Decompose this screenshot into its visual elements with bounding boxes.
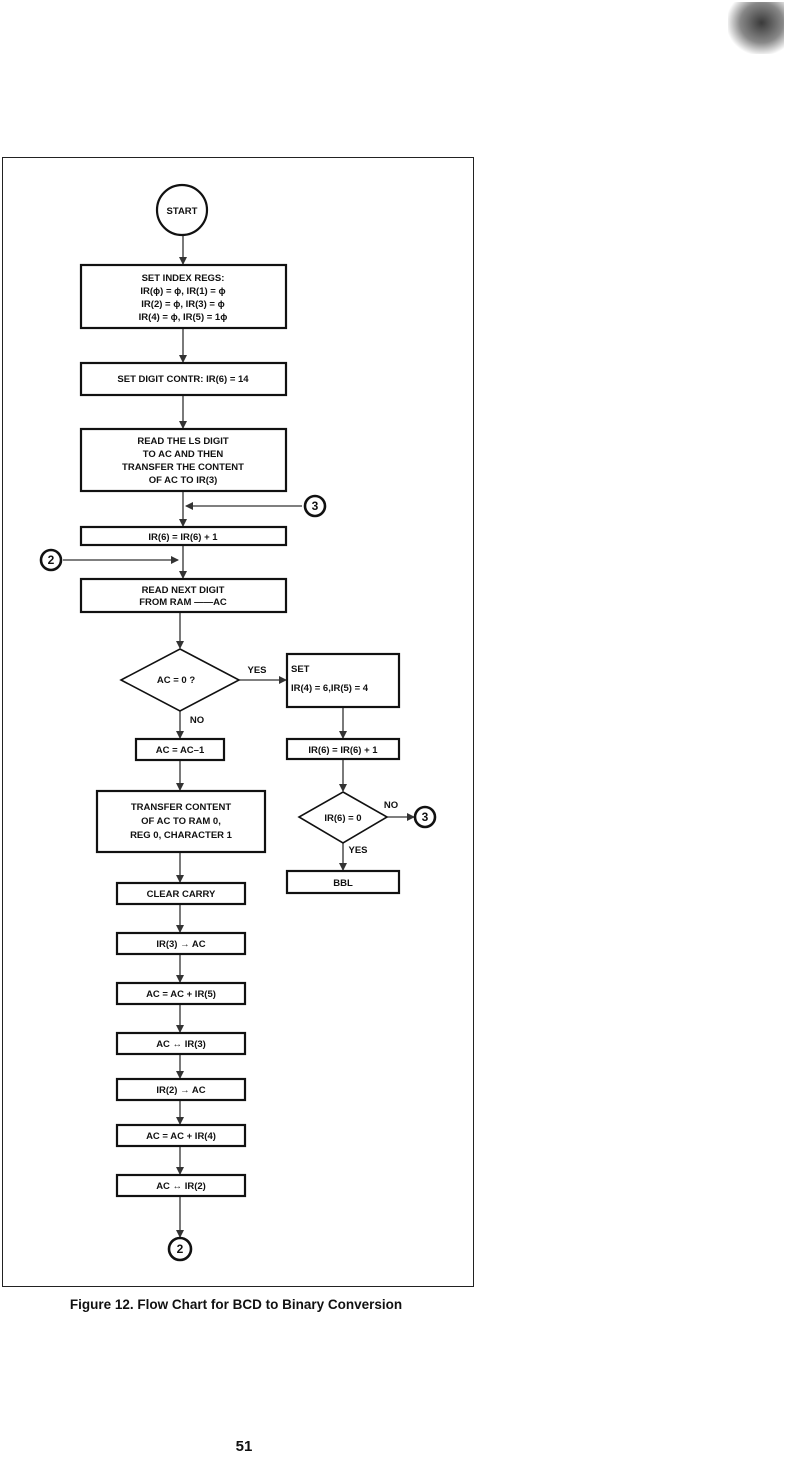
connector-3-top bbox=[303, 494, 327, 518]
swap-ir2-box bbox=[115, 1173, 247, 1198]
set-ir4-ir5-box bbox=[285, 652, 401, 709]
connector-2-left-label: 2 bbox=[48, 553, 55, 567]
read-ls-line-2: TO AC AND THEN bbox=[143, 449, 224, 460]
decision-ir6-zero bbox=[297, 791, 389, 844]
figure-caption: Figure 12. Flow Chart for BCD to Binary … bbox=[69, 1297, 403, 1312]
swap-ir3-label: AC ↔ IR(3) bbox=[156, 1039, 206, 1050]
decision-ac-zero-label: AC = 0 ? bbox=[157, 675, 195, 686]
connector-2-bottom bbox=[167, 1236, 193, 1262]
increment-ir6-box bbox=[79, 525, 288, 547]
ir3-to-ac-label: IR(3) → AC bbox=[156, 939, 205, 950]
ir3-to-ac-box bbox=[115, 931, 247, 956]
decision-ac-zero bbox=[119, 648, 241, 712]
connector-2-left bbox=[39, 548, 63, 572]
read-next-digit-box bbox=[79, 577, 288, 614]
connector-3-top-label: 3 bbox=[312, 499, 319, 513]
figure-frame bbox=[2, 157, 474, 1287]
connector-2-bottom-label: 2 bbox=[177, 1242, 184, 1256]
bbl-label: BBL bbox=[333, 878, 353, 889]
clear-carry-box bbox=[115, 881, 247, 906]
add-ir4-box bbox=[115, 1123, 247, 1148]
no-label-2: NO bbox=[384, 800, 398, 811]
ir2-to-ac-box bbox=[115, 1077, 247, 1102]
init-line-3: IR(2) = ϕ, IR(3) = ϕ bbox=[141, 299, 224, 310]
bbl-box bbox=[285, 869, 401, 895]
transfer-line-2: OF AC TO RAM 0, bbox=[141, 816, 221, 827]
ac-decrement-box bbox=[134, 737, 226, 762]
set-line-2: IR(4) = 6,IR(5) = 4 bbox=[291, 683, 369, 694]
increment-ir6-right-box bbox=[285, 737, 401, 761]
ir2-to-ac-label: IR(2) → AC bbox=[156, 1085, 205, 1096]
start-label: START bbox=[167, 206, 198, 217]
swap-ir3-box bbox=[115, 1031, 247, 1056]
read-ls-digit-box bbox=[79, 427, 288, 493]
swap-ir2-label: AC ↔ IR(2) bbox=[156, 1181, 206, 1192]
read-ls-line-3: TRANSFER THE CONTENT bbox=[122, 462, 244, 473]
connector-3-right bbox=[413, 805, 437, 829]
init-line-4: IR(4) = ϕ, IR(5) = 1ϕ bbox=[139, 312, 228, 323]
no-label: NO bbox=[190, 715, 204, 726]
yes-label-2: YES bbox=[348, 845, 367, 856]
clear-carry-label: CLEAR CARRY bbox=[147, 889, 216, 900]
init-line-1: SET INDEX REGS: bbox=[142, 273, 225, 284]
digit-counter-box bbox=[79, 361, 288, 397]
init-index-regs-box bbox=[79, 263, 288, 330]
ac-decrement-label: AC = AC–1 bbox=[156, 745, 205, 756]
yes-label: YES bbox=[247, 665, 266, 676]
digit-counter-label: SET DIGIT CONTR: IR(6) = 14 bbox=[117, 374, 249, 385]
start-terminal bbox=[155, 183, 209, 237]
flowchart: START SET INDEX REGS: IR(ϕ) = ϕ, IR(1) =… bbox=[39, 183, 437, 1262]
read-next-line-2: FROM RAM ——AC bbox=[139, 597, 227, 608]
connector-3-right-label: 3 bbox=[422, 810, 429, 824]
read-ls-line-1: READ THE LS DIGIT bbox=[137, 436, 229, 447]
add-ir4-label: AC = AC + IR(4) bbox=[146, 1131, 216, 1142]
transfer-line-1: TRANSFER CONTENT bbox=[131, 802, 231, 813]
read-next-line-1: READ NEXT DIGIT bbox=[142, 585, 225, 596]
increment-ir6-right-label: IR(6) = IR(6) + 1 bbox=[308, 745, 378, 756]
add-ir5-box bbox=[115, 981, 247, 1006]
add-ir5-label: AC = AC + IR(5) bbox=[146, 989, 216, 1000]
set-line-1: SET bbox=[291, 664, 310, 675]
init-line-2: IR(ϕ) = ϕ, IR(1) = ϕ bbox=[140, 286, 225, 297]
transfer-line-3: REG 0, CHARACTER 1 bbox=[130, 830, 233, 841]
page-number: 51 bbox=[235, 1438, 253, 1455]
transfer-content-box bbox=[95, 789, 267, 854]
read-ls-line-4: OF AC TO IR(3) bbox=[149, 475, 218, 486]
decision-ir6-zero-label: IR(6) = 0 bbox=[324, 813, 361, 824]
corner-smudge bbox=[728, 2, 784, 54]
increment-ir6-label: IR(6) = IR(6) + 1 bbox=[148, 532, 218, 543]
